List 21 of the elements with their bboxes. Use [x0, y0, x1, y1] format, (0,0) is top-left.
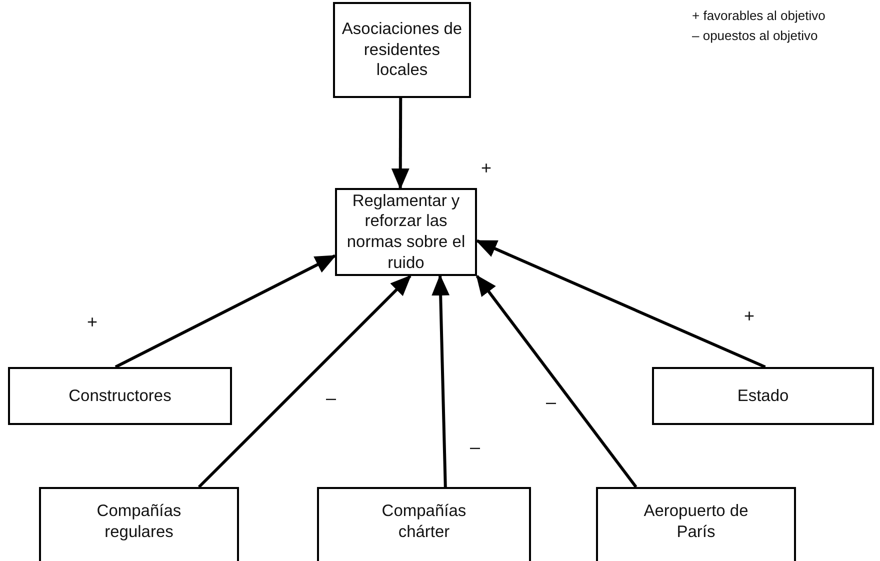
edge-label: – [546, 392, 556, 413]
arrow [114, 254, 336, 368]
process-box: Estado [652, 367, 874, 425]
edge-label: + [481, 158, 492, 179]
process-box: Constructores [8, 367, 232, 425]
edge-label: + [744, 306, 755, 327]
process-box: Asociaciones de residentes locales [333, 2, 471, 98]
arrow [391, 98, 410, 190]
legend-note: + favorables al objetivo [692, 8, 826, 23]
edge-label: – [470, 437, 480, 458]
arrow [476, 239, 766, 368]
arrow [476, 274, 638, 488]
arrow [198, 274, 412, 488]
edge-label: + [87, 312, 98, 333]
process-box: Compañías regulares [39, 487, 239, 561]
edge-label: – [326, 388, 336, 409]
process-box: Aeropuerto de París [596, 487, 796, 561]
process-box: Compañías chárter [317, 487, 531, 561]
arrow [432, 274, 450, 488]
process-box: Reglamentar y reforzar las normas sobre el ruido [335, 188, 477, 276]
legend-note: – opuestos al objetivo [692, 28, 818, 43]
